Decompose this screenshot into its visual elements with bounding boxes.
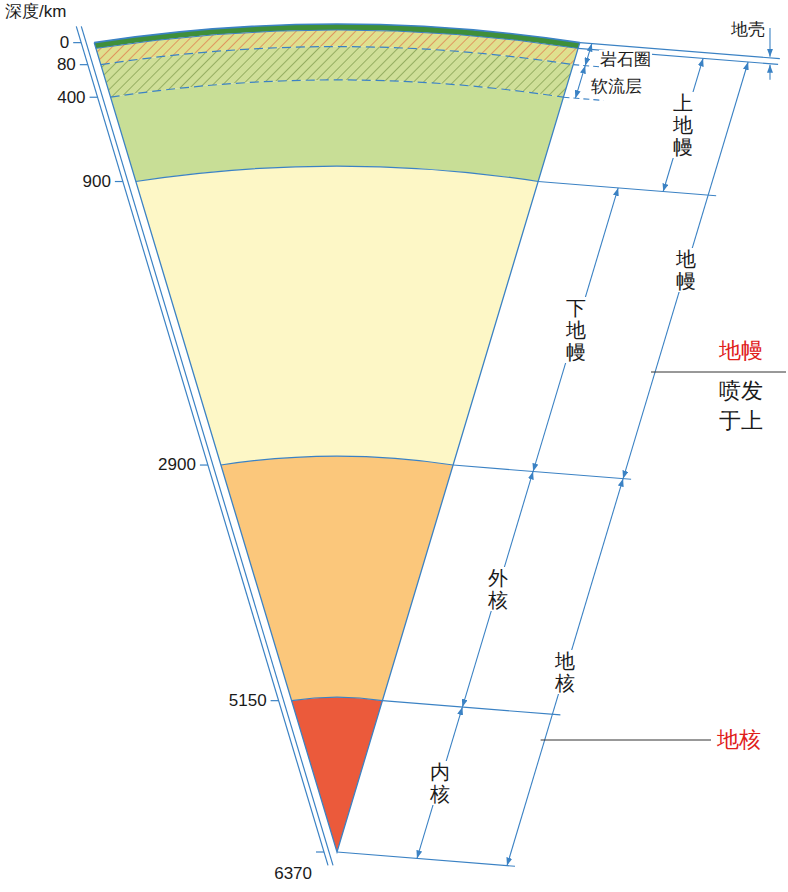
depth-axis <box>76 26 328 865</box>
depth-value: 2900 <box>157 455 197 475</box>
depth-tick <box>271 700 279 701</box>
layer-boundary <box>101 47 573 65</box>
callout-heading: 地核 <box>716 727 762 752</box>
boundary-extension <box>563 97 603 100</box>
layer-name: 地核 <box>554 650 576 694</box>
dimension-arrow <box>575 66 585 99</box>
layer-boundary <box>94 24 580 43</box>
wedge-edge <box>94 43 580 852</box>
depth-value: 0 <box>59 33 70 53</box>
callout-leader <box>651 372 786 373</box>
layer-name: 下地幔 <box>565 297 587 363</box>
callout-leader <box>541 740 711 741</box>
depth-tick <box>80 64 88 65</box>
layer-boundary <box>221 456 453 465</box>
dimension-arrow <box>663 58 703 191</box>
callout-heading: 地幔 <box>718 338 764 363</box>
depth-value: 400 <box>56 88 86 108</box>
callout-note: 喷发 <box>718 378 764 403</box>
depth-value: 900 <box>82 172 112 192</box>
dimension-arrow <box>533 188 618 472</box>
depth-tick <box>73 42 81 43</box>
layer-boundary <box>111 80 564 97</box>
depth-tick <box>316 851 324 852</box>
depth-tick <box>90 97 98 98</box>
layer-boundary <box>96 30 578 48</box>
boundary-extension <box>382 701 560 715</box>
depth-value: 5150 <box>228 691 268 711</box>
callout-note: 于上 <box>718 408 764 433</box>
dimension-arrow <box>585 44 592 66</box>
depth-axis <box>81 26 333 865</box>
lower-mantle-band <box>136 166 538 465</box>
depth-tick <box>115 181 123 182</box>
dimension-arrow <box>417 707 462 858</box>
crust-pointer <box>769 28 770 57</box>
outer-core-band <box>221 456 453 701</box>
boundary-extension <box>337 852 515 866</box>
depth-tick <box>200 464 208 465</box>
depth-value: 6370 <box>273 864 313 884</box>
layer-boundary <box>292 697 383 701</box>
crust-pointer <box>769 65 770 80</box>
layer-name: 软流层 <box>590 77 643 97</box>
boundary-extension <box>538 182 716 196</box>
layer-name: 地幔 <box>675 248 697 292</box>
dimension-arrow <box>462 471 533 707</box>
depth-value: 80 <box>56 55 77 75</box>
boundary-extension <box>453 465 631 479</box>
upper-mantle-band <box>111 80 564 182</box>
axis-title: 深度/km <box>4 2 67 22</box>
layer-name: 内核 <box>429 761 451 805</box>
layer-name: 岩石圈 <box>599 50 652 70</box>
dimension-arrow <box>507 479 623 866</box>
layer-name: 上地幔 <box>672 92 694 158</box>
layer-boundary <box>136 166 538 181</box>
layer-name: 地壳 <box>730 20 766 40</box>
layer-name: 外核 <box>487 567 509 611</box>
